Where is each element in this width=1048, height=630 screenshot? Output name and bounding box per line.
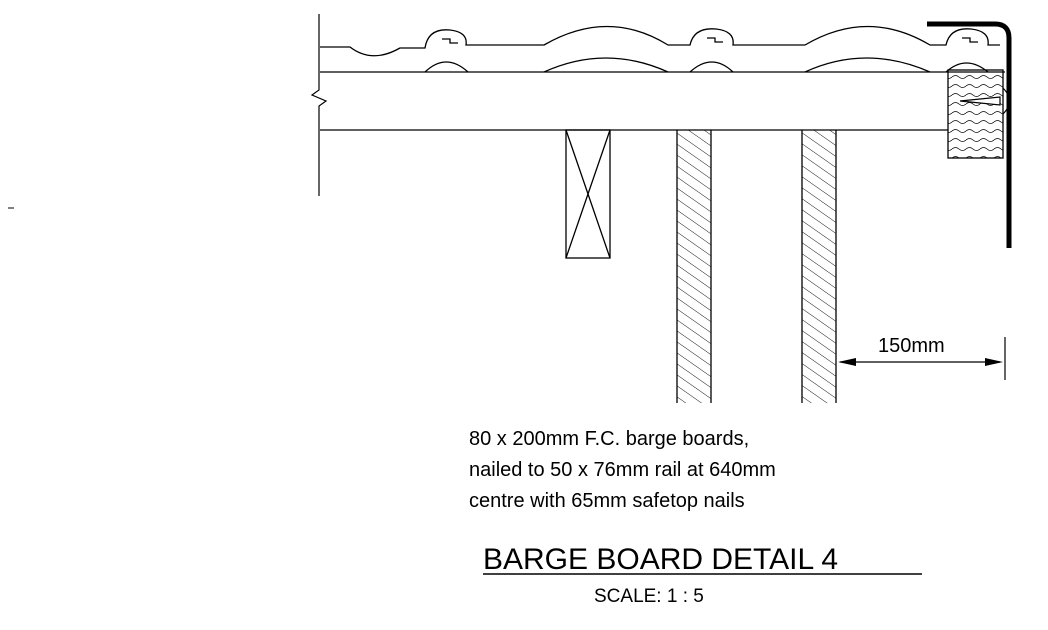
dimension-line [838, 337, 1006, 380]
dimension-label: 150mm [878, 335, 945, 357]
barge-board-left [676, 130, 712, 403]
batten-crossed [565, 129, 611, 259]
roof-tile-profile [320, 25, 1000, 73]
drawing-scale: SCALE: 1 : 5 [594, 586, 704, 607]
note-line-2: nailed to 50 x 76mm rail at 640mm [469, 459, 776, 481]
barge-board-right [801, 130, 837, 403]
barge-flashing [927, 21, 1012, 248]
timber-rail [947, 69, 1004, 159]
note-line-3: centre with 65mm safetop nails [469, 490, 745, 512]
drawing-title: BARGE BOARD DETAIL 4 [483, 543, 838, 576]
note-line-1: 80 x 200mm F.C. barge boards, [469, 428, 749, 450]
rafter-beam [320, 71, 1005, 131]
break-line [310, 14, 328, 196]
